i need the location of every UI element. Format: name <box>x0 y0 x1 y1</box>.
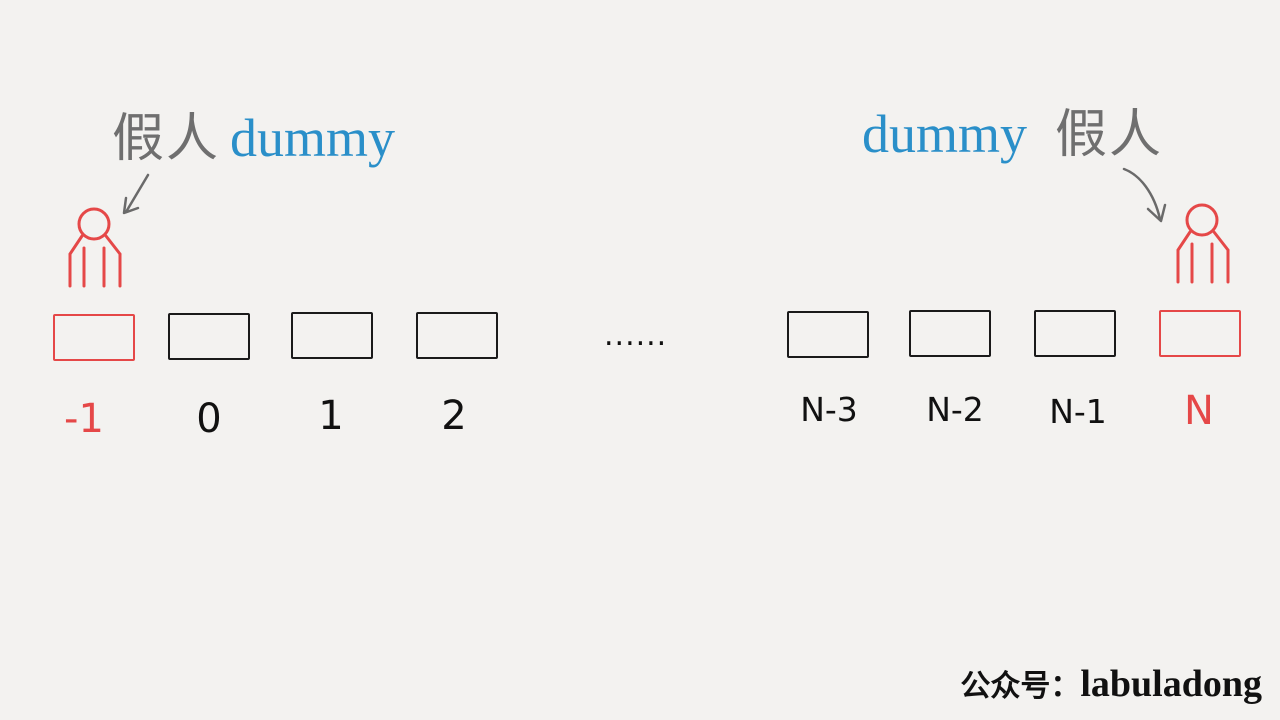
left-dummy-label: 假人 dummy <box>112 96 395 171</box>
watermark-name: labuladong <box>1080 663 1262 705</box>
left-label-zh: 假人 <box>112 109 221 169</box>
index-label-n: N <box>1184 388 1214 434</box>
array-cell-n-2 <box>909 310 991 357</box>
right-label-zh: 假人 <box>1055 105 1164 165</box>
index-label-n-3: N-3 <box>800 390 858 429</box>
index-label-0: 0 <box>196 396 222 442</box>
array-cell-n-3 <box>787 311 869 358</box>
left-person-icon <box>68 207 122 288</box>
watermark-prefix: 公众号： <box>960 669 1081 704</box>
index-label-n-2: N-2 <box>926 390 984 429</box>
array-cell-0 <box>168 313 250 360</box>
index-label-1: 1 <box>318 393 344 439</box>
ellipsis: ...... <box>604 318 668 353</box>
left-arrow-icon <box>122 173 150 215</box>
array-cell-2 <box>416 312 498 359</box>
index-label-n-1: N-1 <box>1049 392 1107 431</box>
array-cell-minus-1 <box>53 314 135 361</box>
watermark: 公众号： labuladong <box>960 661 1262 706</box>
index-label-minus-1: -1 <box>64 396 104 442</box>
array-cell-1 <box>291 312 373 359</box>
right-person-icon <box>1176 203 1230 284</box>
right-dummy-label: dummy 假人 <box>862 92 1163 167</box>
array-cell-n <box>1159 310 1241 357</box>
right-arrow-icon <box>1122 167 1167 223</box>
right-label-en: dummy <box>862 104 1028 164</box>
index-label-2: 2 <box>441 393 467 439</box>
array-cell-n-1 <box>1034 310 1116 357</box>
left-label-en: dummy <box>230 108 396 168</box>
